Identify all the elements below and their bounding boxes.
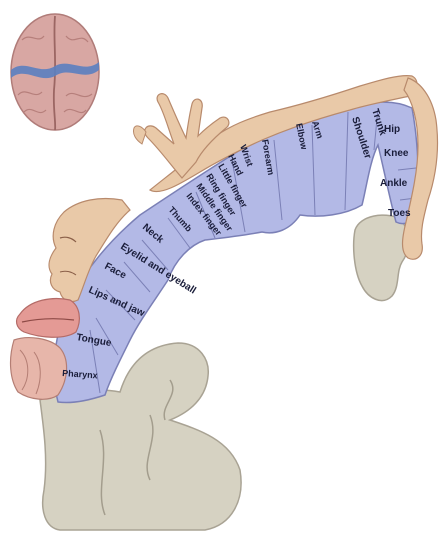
label-ankle: Ankle xyxy=(380,178,408,189)
homunculus-tongue-jaw xyxy=(11,338,67,400)
label-knee: Knee xyxy=(384,148,409,159)
brain-top-view-illustration xyxy=(11,14,99,130)
label-toes: Toes xyxy=(388,208,411,219)
homunculus-lips xyxy=(17,299,80,338)
